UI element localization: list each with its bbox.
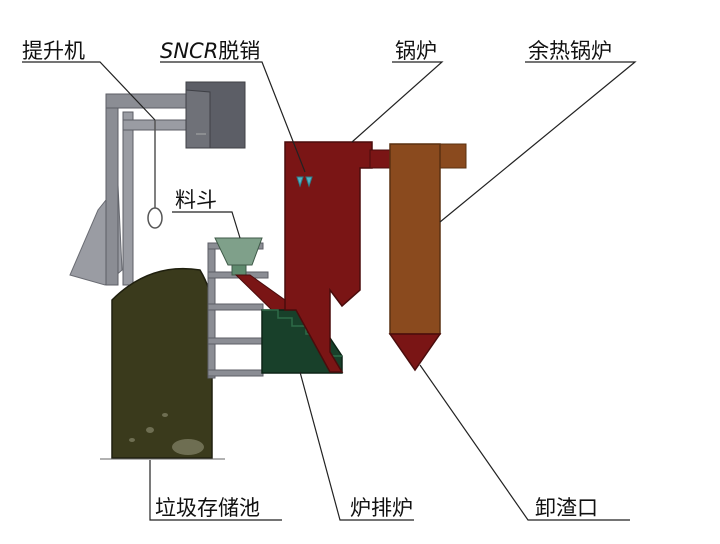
slag-outlet-cone [388,333,442,372]
hopper-throat [231,264,247,276]
leader-waste-heat-boiler [439,61,637,223]
label-boiler: 锅炉 [395,39,437,63]
leader-boiler [351,61,444,143]
label-sncr-suffix: 脱销 [218,39,260,63]
label-sncr-prefix: SNCR [160,39,218,63]
label-storage-pool: 垃圾存储池 [155,496,260,520]
hoist-column-right [122,111,134,286]
storage-rock [162,413,168,417]
sncr-nozzle [305,176,313,188]
sncr-nozzle [296,176,304,188]
leader-lines [22,61,637,521]
leader-storage-pool [149,460,282,521]
waste-heat-boiler [388,143,467,372]
waste-storage-pool [100,267,225,460]
label-slag-outlet: 卸渣口 [535,496,598,520]
label-waste-heat-boiler: 余热锅炉 [528,39,612,63]
platform-rail [207,369,264,377]
boiler [284,141,396,373]
platform-rail [207,337,264,345]
hopper [214,237,293,319]
platform-rail [207,303,264,311]
leader-hoist [22,61,156,121]
storage-rock [129,438,135,442]
label-hopper: 料斗 [175,188,217,212]
label-grate-furnace: 炉排炉 [350,496,413,520]
leader-slag-outlet [419,364,630,521]
hoist-column-left [105,96,119,286]
storage-pool-body [111,267,213,459]
hoist-hook [147,207,163,229]
leader-grate-furnace [299,371,414,521]
label-hoist: 提升机 [22,39,85,63]
hoist [69,81,246,286]
label-sncr: SNCR脱销 [160,39,260,63]
hoist-machine-front [185,89,211,149]
storage-rock [172,439,204,455]
storage-rock [146,427,154,433]
whb-body [389,143,441,335]
hopper-bowl [214,237,263,266]
leader-hopper [172,211,241,239]
leader-sncr [160,61,306,173]
